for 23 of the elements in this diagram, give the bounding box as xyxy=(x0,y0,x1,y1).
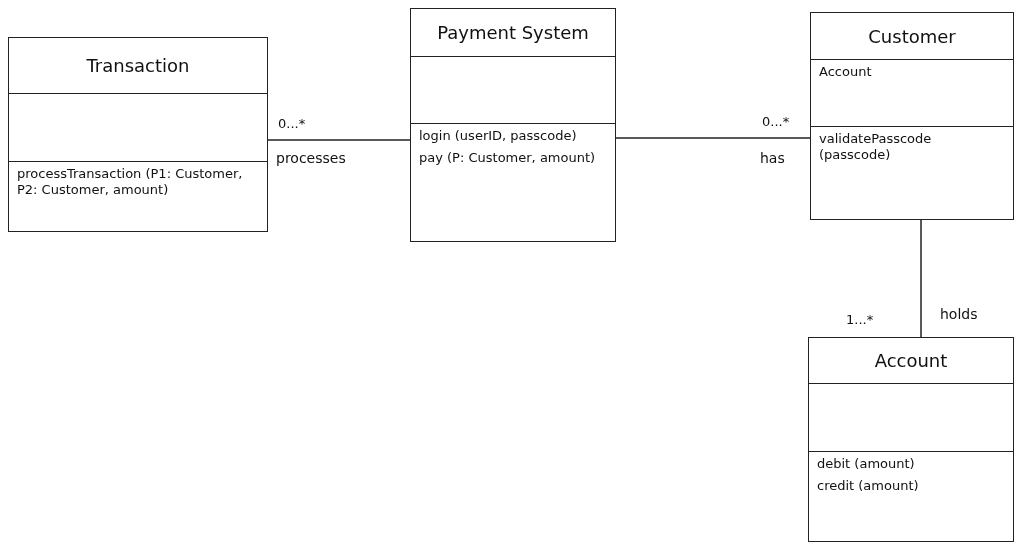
class-name: Account xyxy=(874,350,948,371)
class-name: Payment System xyxy=(437,22,589,43)
class-name: Transaction xyxy=(86,55,190,76)
edge-label: has xyxy=(760,150,785,166)
association-line xyxy=(615,137,811,139)
multiplicity-label: 0...* xyxy=(278,116,306,131)
class-box xyxy=(410,8,616,242)
association-line xyxy=(920,219,922,338)
class-box xyxy=(808,337,1014,542)
operation: credit (amount) xyxy=(817,478,920,495)
operation: debit (amount) xyxy=(817,456,916,473)
multiplicity-label: 0...* xyxy=(762,114,790,129)
operation: processTransaction (P1: Customer, P2: Customer, amount) xyxy=(17,166,244,199)
class-box xyxy=(8,37,268,232)
class-box xyxy=(810,12,1014,220)
association-line xyxy=(267,139,411,141)
edge-label: holds xyxy=(940,306,978,322)
operation: login (userID, passcode) xyxy=(419,128,578,145)
class-name: Customer xyxy=(868,25,956,47)
operation: validatePasscode (passcode) xyxy=(819,131,933,164)
multiplicity-label: 1...* xyxy=(846,312,874,327)
attribute: Account xyxy=(819,64,873,81)
operation: pay (P: Customer, amount) xyxy=(419,150,597,167)
